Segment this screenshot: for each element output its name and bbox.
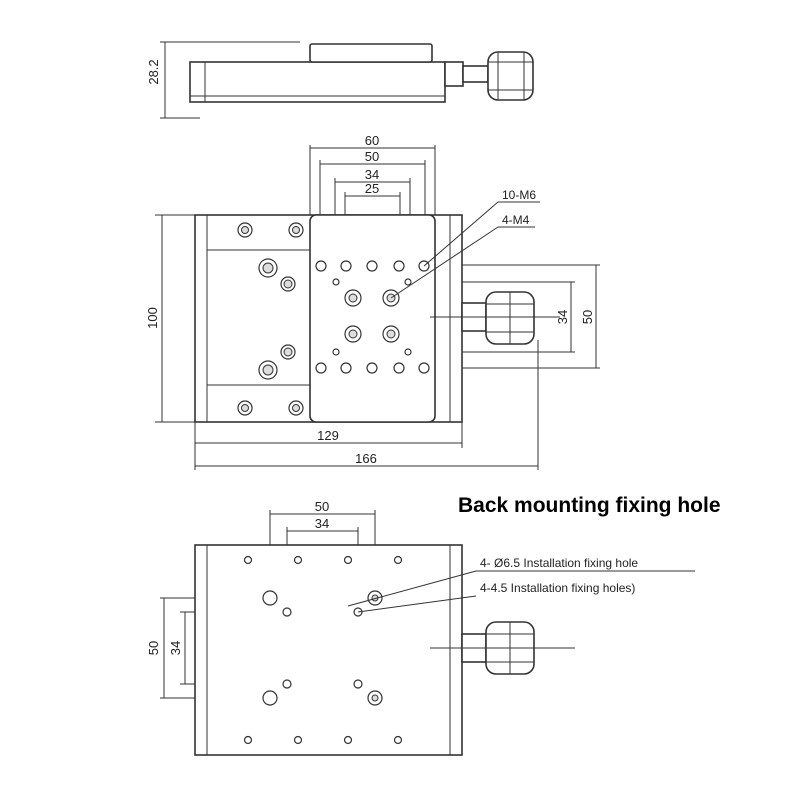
carriage-holes — [315, 260, 430, 374]
top-dim-34: 34 — [365, 167, 379, 182]
back-dim-50-top: 50 — [315, 499, 329, 514]
callout-4-5-hole: 4-4.5 Installation fixing holes) — [480, 581, 635, 595]
top-dim-50-right: 50 — [580, 310, 595, 324]
back-dim-50-left: 50 — [146, 641, 161, 655]
side-screw-neck — [444, 61, 464, 87]
back-dim-34-left: 34 — [168, 641, 183, 655]
base-holes — [237, 222, 304, 416]
side-base-plate — [189, 61, 446, 103]
side-knob — [487, 51, 534, 101]
callout-4-m4: 4-M4 — [502, 213, 530, 227]
top-dim-100: 100 — [145, 307, 160, 329]
back-base-plate — [194, 544, 463, 756]
top-dim-50: 50 — [365, 149, 379, 164]
back-view: Back mounting fixing hole 50 34 50 34 — [146, 494, 721, 756]
back-dim-34-top: 34 — [315, 516, 329, 531]
side-height-dimension: 28.2 — [146, 59, 161, 84]
top-dim-25: 25 — [365, 181, 379, 196]
callout-10-m6: 10-M6 — [502, 188, 536, 202]
back-holes — [243, 555, 403, 745]
top-dim-166: 166 — [355, 451, 377, 466]
top-dim-60: 60 — [365, 133, 379, 148]
top-dim-129: 129 — [317, 428, 339, 443]
top-view: 60 50 34 25 100 129 166 34 50 — [145, 133, 600, 470]
top-dim-34-right: 34 — [555, 310, 570, 324]
top-knob — [485, 291, 535, 345]
back-heading: Back mounting fixing hole — [458, 494, 721, 517]
top-carriage — [309, 214, 436, 423]
callout-6-5-hole: 4- Ø6.5 Installation fixing hole — [480, 556, 638, 570]
side-view: 28.2 — [146, 41, 534, 119]
side-carriage — [309, 43, 433, 63]
